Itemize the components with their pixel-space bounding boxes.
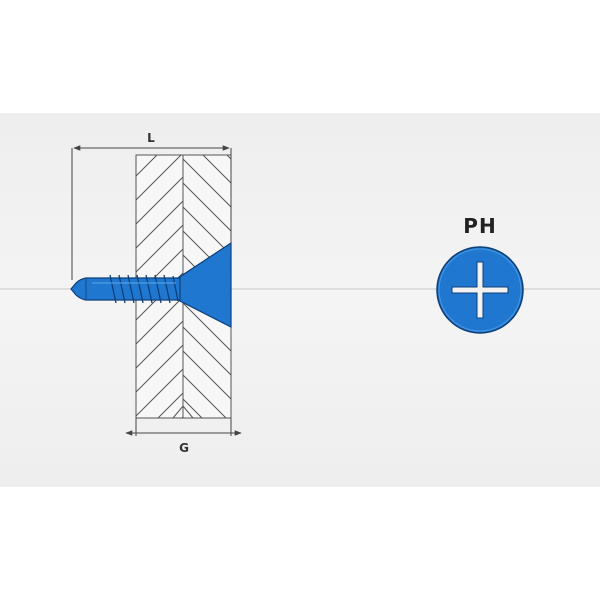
grip-dimension: G xyxy=(125,418,242,455)
phillips-cross-icon xyxy=(436,246,524,334)
screw-threads xyxy=(109,274,179,304)
screw-shank xyxy=(70,277,181,301)
drive-head: PH xyxy=(436,214,524,334)
length-dimension: L xyxy=(71,131,232,280)
grip-label: G xyxy=(179,441,189,455)
screw xyxy=(70,241,232,328)
drive-type-label: PH xyxy=(463,214,496,238)
length-label: L xyxy=(147,131,155,145)
